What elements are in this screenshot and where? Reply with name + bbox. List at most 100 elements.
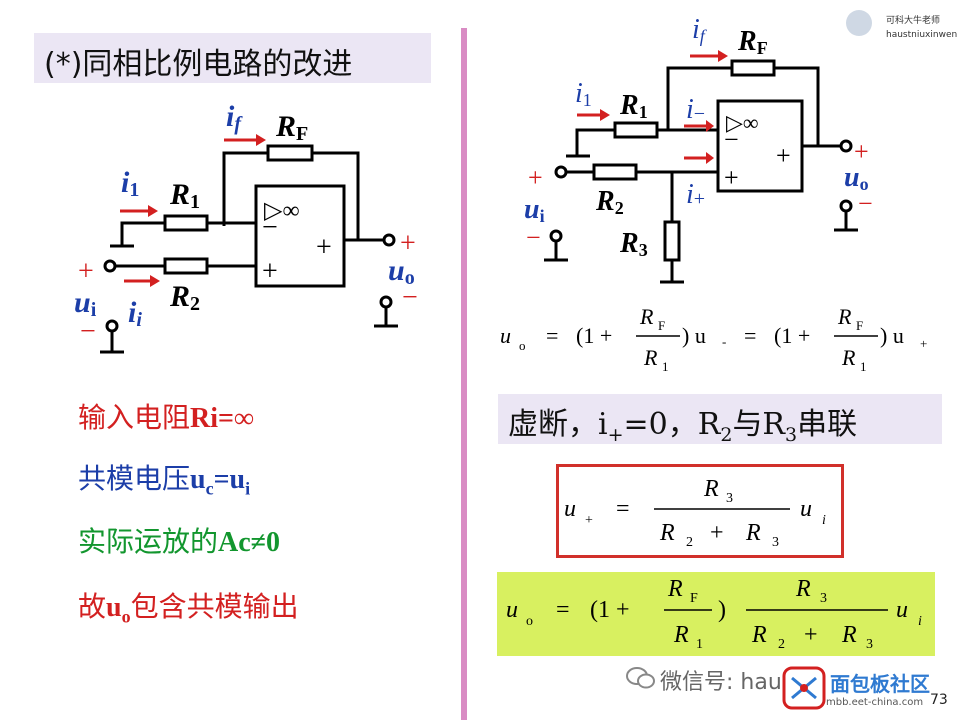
formula-eq-2: = xyxy=(744,323,756,348)
uo-plus-right: + xyxy=(854,137,869,166)
brand-watermark: 可科大牛老师 haustniuxinwen xyxy=(886,14,957,42)
uo-label-right: uo xyxy=(844,162,869,194)
formula-rf-num-2: R xyxy=(837,304,852,329)
breadboard-logo-icon xyxy=(782,666,826,710)
wechat-icon xyxy=(626,667,655,689)
brand-line-1: 可科大牛老师 xyxy=(886,16,941,26)
formula-minus-sub: - xyxy=(722,334,726,349)
r2-label: R2 xyxy=(169,280,200,315)
note-common-mode-gain: 实际运放的Ac≠0 xyxy=(78,525,281,558)
fu-ui: u xyxy=(800,496,812,522)
formula-rf-num: R xyxy=(639,304,654,329)
fo-3-sub-den: 3 xyxy=(866,637,873,652)
formula-u-plus-box xyxy=(556,464,844,558)
fo-rf-num: R xyxy=(667,576,683,602)
title-background xyxy=(34,33,431,83)
fo-ui: u xyxy=(896,597,908,623)
fo-o-sub: o xyxy=(526,614,533,629)
formula-uo-final-box xyxy=(497,572,935,656)
formula-1-sub-2: 1 xyxy=(860,359,867,374)
fu-u: u xyxy=(564,496,576,522)
ii-label: ii xyxy=(128,296,142,331)
formula-uo-expression: u o = (1 + R F R 1 ) u - = (1 + R F R 1 … xyxy=(500,304,927,374)
i-plus-label: i+ xyxy=(686,179,705,210)
wechat-id-watermark: 微信号: hau xyxy=(660,670,782,695)
uo-label: uo xyxy=(388,254,415,289)
opamp-out-plus: + xyxy=(316,232,332,263)
formula-u-plus: u + = R 3 R 2 + R 3 u i xyxy=(564,476,826,550)
fu-r3-num: R xyxy=(703,476,719,502)
fu-3-sub: 3 xyxy=(726,491,733,506)
ui-plus-label: + xyxy=(78,256,94,287)
i1-label-right: i1 xyxy=(575,78,592,110)
fu-den-plus: + xyxy=(710,520,724,546)
fo-close: ) xyxy=(718,597,726,623)
r3-label-right: R3 xyxy=(619,228,648,260)
formula-close-u: ) u xyxy=(682,323,706,348)
fu-2-sub: 2 xyxy=(686,535,693,550)
fu-i-sub: i xyxy=(822,513,826,528)
opamp-minus: − xyxy=(262,212,278,243)
formula-r1-den-2: R xyxy=(841,345,856,370)
uo-minus-right: − xyxy=(858,189,873,218)
formula-open-2: (1 + xyxy=(774,323,810,348)
formula-close-u-2: ) u xyxy=(880,323,904,348)
ui-label-right: ui xyxy=(524,194,545,226)
ui-minus-right: − xyxy=(526,223,541,252)
ui-label: ui xyxy=(74,286,97,321)
uo-minus-label: − xyxy=(402,282,418,313)
opamp-minus-right: − xyxy=(724,125,739,154)
i-minus-label: i− xyxy=(686,94,705,125)
fo-den-plus: + xyxy=(804,622,818,648)
opamp-symbol-right: ▷∞ xyxy=(726,110,759,135)
formula-uo-final: u o = (1 + R F R 1 ) R 3 R 2 + R 3 u i xyxy=(506,576,922,652)
page-number: 73 xyxy=(930,692,948,708)
if-label: if xyxy=(226,100,243,135)
r1-label: R1 xyxy=(169,178,200,213)
fu-r3-den: R xyxy=(745,520,761,546)
note-common-mode-voltage: 共模电压uc=ui xyxy=(78,462,251,499)
fo-r3-num: R xyxy=(795,576,811,602)
fo-2-sub: 2 xyxy=(778,637,785,652)
r1-label-right: R1 xyxy=(619,90,648,122)
fo-r3-den: R xyxy=(841,622,857,648)
rf-label: RF xyxy=(275,110,308,145)
left-circuit-diagram: if RF i1 R1 R2 ii + ui − ▷∞ − + + + uo − xyxy=(74,100,418,354)
brand-line-2: haustniuxinwen xyxy=(886,30,958,40)
brand-logo-icon xyxy=(846,10,872,36)
fu-plus-sub: + xyxy=(585,513,593,528)
formula-f-sub: F xyxy=(658,318,665,333)
page-title: (*)同相比例电路的改进 xyxy=(44,47,353,82)
opamp-out-plus-right: + xyxy=(776,141,791,170)
fu-3-sub-den: 3 xyxy=(772,535,779,550)
fo-r1-den: R xyxy=(673,622,689,648)
fo-open: (1 + xyxy=(590,597,630,623)
note-output-common-mode: 故uo包含共模输出 xyxy=(78,590,299,627)
opamp-plus: + xyxy=(262,256,278,287)
fo-i-sub: i xyxy=(918,614,922,629)
opamp-plus-right: + xyxy=(724,163,739,192)
column-divider xyxy=(461,28,467,720)
uo-plus-label: + xyxy=(400,228,416,259)
fu-r2-den: R xyxy=(659,520,675,546)
formula-f-sub-2: F xyxy=(856,318,863,333)
note-input-resistance: 输入电阻Ri=∞ xyxy=(78,401,254,434)
formula-1-sub: 1 xyxy=(662,359,669,374)
serial-statement-background xyxy=(498,394,942,444)
formula-open: (1 + xyxy=(576,323,612,348)
serial-statement: 虚断，i+=0，R2与R3串联 xyxy=(508,407,858,446)
formula-eq: = xyxy=(546,323,558,348)
formula-o-sub: o xyxy=(519,338,526,353)
i1-label: i1 xyxy=(121,166,139,201)
fo-3-sub: 3 xyxy=(820,591,827,606)
fu-eq: = xyxy=(616,496,630,522)
if-label-right: if xyxy=(692,14,708,46)
rf-label-right: RF xyxy=(737,26,768,58)
site-url-watermark: mbb.eet-china.com xyxy=(826,697,924,708)
site-name-watermark: 面包板社区 xyxy=(830,672,930,696)
fo-eq: = xyxy=(556,597,570,623)
r2-label-right: R2 xyxy=(595,186,624,218)
fo-r2-den: R xyxy=(751,622,767,648)
fo-1-sub: 1 xyxy=(696,637,703,652)
fo-u: u xyxy=(506,597,518,623)
